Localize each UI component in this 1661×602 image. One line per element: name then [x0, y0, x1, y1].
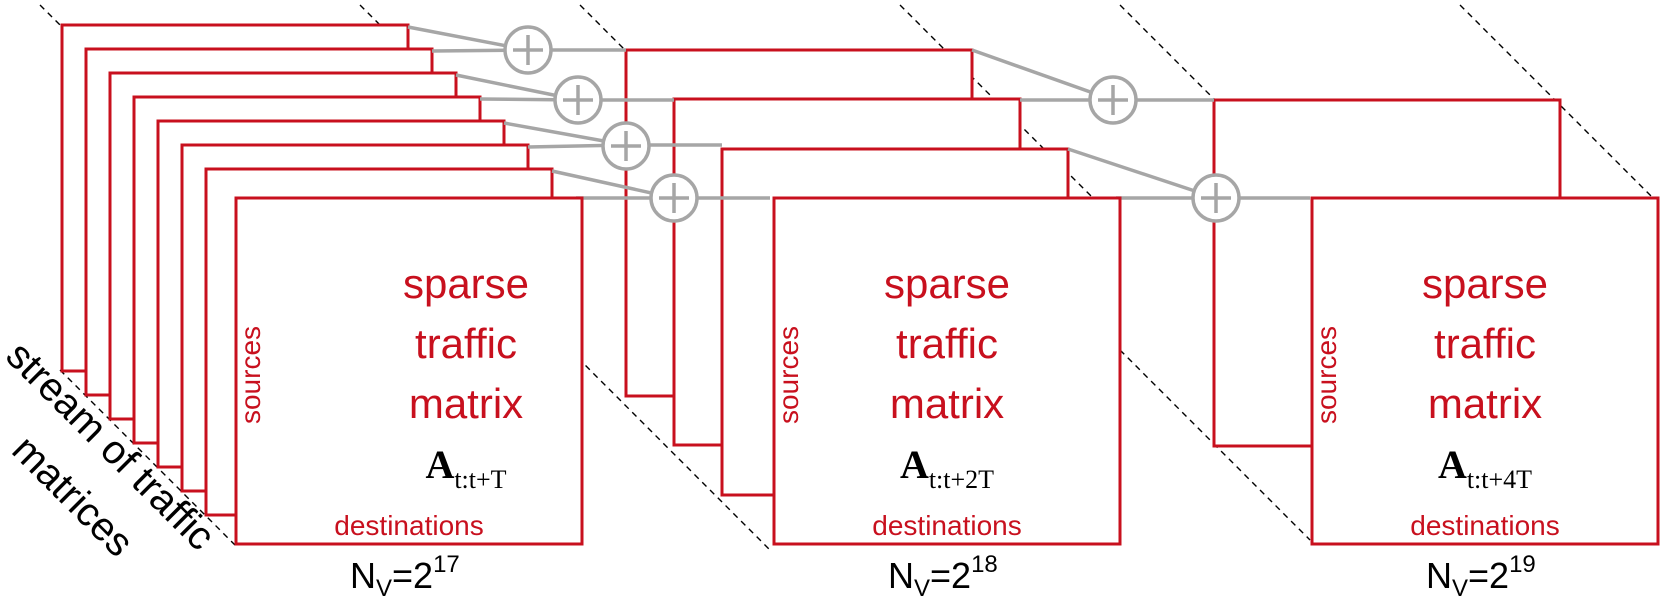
matrix-symbol-letter: A	[425, 442, 454, 487]
rows-label: sources	[1311, 326, 1342, 424]
circle-plus-icon	[503, 25, 553, 75]
matrix-title-line1: sparse	[884, 260, 1010, 307]
matrix-title-line2: traffic	[415, 320, 517, 367]
rows-label: sources	[235, 326, 266, 424]
matrix-symbol-letter: A	[1438, 442, 1467, 487]
matrix-3-labels: sparse traffic matrix At:t+4T destinatio…	[1311, 260, 1560, 541]
cols-label: destinations	[1410, 510, 1559, 541]
matrix-symbol-subscript: t:t+4T	[1467, 465, 1532, 494]
size-label-3: NV=219	[1426, 551, 1536, 602]
guide-line	[569, 349, 771, 551]
matrix-2-labels: sparse traffic matrix At:t+2T destinatio…	[773, 260, 1022, 541]
guide-line	[1459, 4, 1661, 207]
matrix-symbol: At:t+T	[425, 442, 506, 494]
circle-plus-icon	[601, 121, 651, 171]
matrix-symbol-subscript: t:t+2T	[929, 465, 994, 494]
rows-label: sources	[773, 326, 804, 424]
matrix-title-line1: sparse	[1422, 260, 1548, 307]
matrix-frame-3	[1310, 196, 1660, 546]
matrix-title-line2: traffic	[1434, 320, 1536, 367]
matrix-1-labels: sparse traffic matrix At:t+T destination…	[235, 260, 529, 541]
matrix-title-line3: matrix	[409, 380, 523, 427]
matrix-symbol-letter: A	[900, 442, 929, 487]
circle-plus-icon	[1088, 75, 1138, 125]
matrix-title-line2: traffic	[896, 320, 998, 367]
matrix-title-line1: sparse	[403, 260, 529, 307]
size-label-2: NV=218	[888, 551, 998, 602]
front-matrices	[234, 196, 1660, 546]
matrix-symbol-subscript: t:t+T	[454, 465, 506, 494]
size-labels: NV=217 NV=218 NV=219	[350, 551, 1536, 602]
cols-label: destinations	[872, 510, 1021, 541]
cols-label: destinations	[334, 510, 483, 541]
sum-nodes	[503, 25, 1241, 223]
matrix-symbol: At:t+4T	[1438, 442, 1532, 494]
matrix-frame-2	[772, 196, 1122, 546]
matrix-title-line3: matrix	[890, 380, 1004, 427]
matrix-frame-1	[234, 196, 584, 546]
circle-plus-icon	[649, 173, 699, 223]
matrix-symbol: At:t+2T	[900, 442, 994, 494]
circle-plus-icon	[553, 75, 603, 125]
guide-line	[59, 369, 236, 546]
matrix-title-line3: matrix	[1428, 380, 1542, 427]
size-label-1: NV=217	[350, 551, 460, 602]
circle-plus-icon	[1191, 173, 1241, 223]
